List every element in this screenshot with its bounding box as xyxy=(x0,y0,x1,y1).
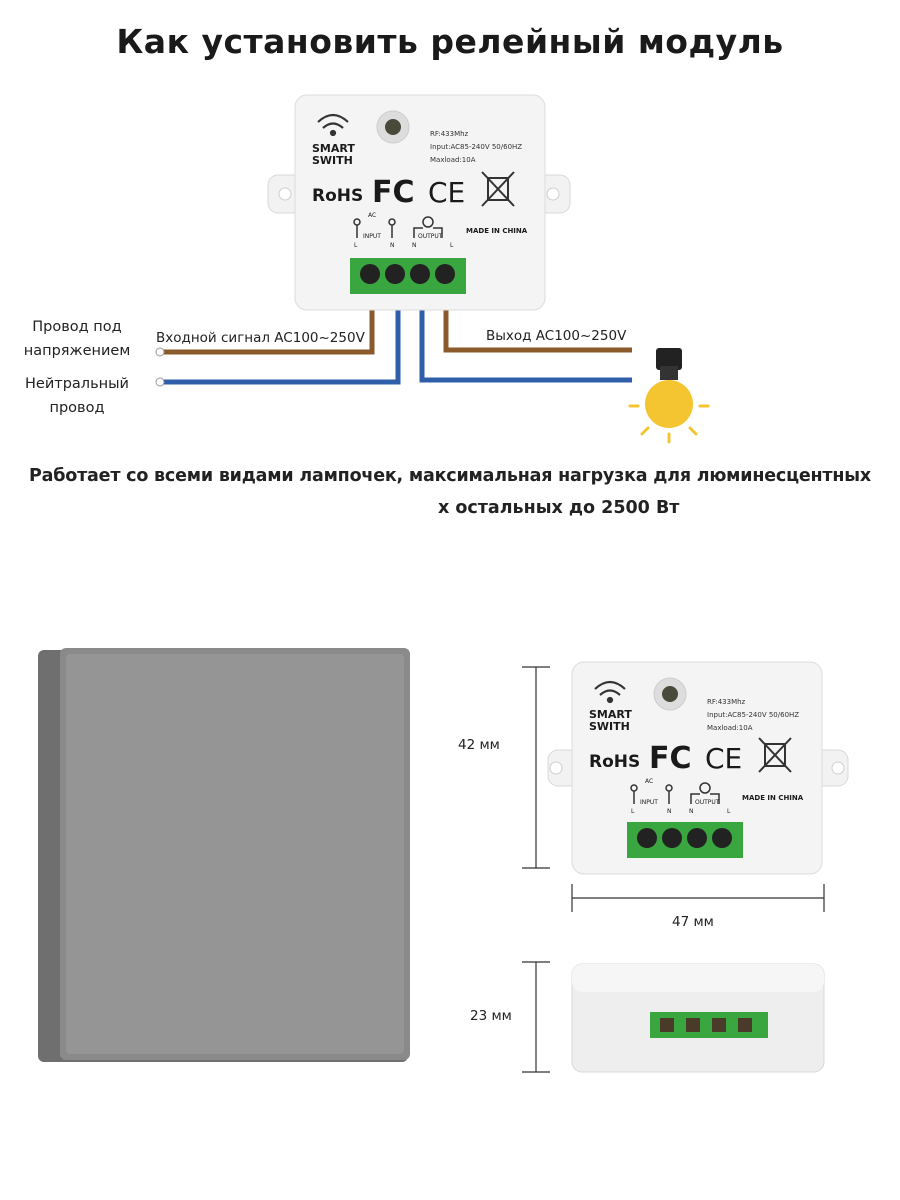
term-label-3: N xyxy=(689,808,694,815)
neutral-terminal-dot xyxy=(155,377,165,387)
relay-module-front xyxy=(547,661,849,875)
spec-maxload: Maxload:10A xyxy=(707,724,753,732)
recycle-bin-cross-icon xyxy=(481,171,515,207)
ac-label: AC xyxy=(645,778,654,785)
input-signal-label: Входной сигнал AC100~250V xyxy=(156,330,365,346)
wall-switch-panel xyxy=(38,648,410,1062)
terminal-block xyxy=(350,258,466,294)
page-title: Как установить релейный модуль xyxy=(116,22,784,61)
dimension-width-line xyxy=(571,884,825,912)
output-signal-label: Выход AC100~250V xyxy=(486,328,627,344)
term-label-2: N xyxy=(390,242,395,249)
neutral-output-wire xyxy=(419,276,632,383)
ce-mark: CE xyxy=(428,176,466,209)
spec-rf: RF:433Mhz xyxy=(707,698,746,706)
dimension-height-label: 42 мм xyxy=(458,737,500,753)
brand-line-2: SWITH xyxy=(589,720,630,733)
term-label-4: L xyxy=(450,242,454,249)
live-terminal-dot xyxy=(155,347,165,357)
fc-mark: FC xyxy=(649,741,692,776)
relay-module xyxy=(267,94,571,311)
live-wire-label-line-2: напряжением xyxy=(23,343,131,359)
spec-maxload: Maxload:10A xyxy=(430,156,476,164)
brand-line-1: SMART xyxy=(312,142,355,155)
live-wire-label: Провод под напряжением xyxy=(0,315,154,363)
rohs-mark: RoHS xyxy=(589,752,641,772)
output-label: OUTPUT xyxy=(418,233,443,240)
spec-rf: RF:433Mhz xyxy=(430,130,469,138)
ce-mark: CE xyxy=(705,742,743,775)
spec-input: Input:AC85-240V 50/60HZ xyxy=(707,711,800,719)
input-label: INPUT xyxy=(363,233,381,240)
neutral-wire-label: Нейтральный провод xyxy=(0,372,154,420)
dimension-height-line xyxy=(522,666,550,869)
term-label-4: L xyxy=(727,808,731,815)
device-specs-front: RF:433Mhz Input:AC85-240V 50/60HZ Maxloa… xyxy=(707,696,799,735)
rohs-mark: RoHS xyxy=(312,186,364,206)
live-wire-label-line-1: Провод под xyxy=(32,319,122,335)
neutral-wire-label-line-2: провод xyxy=(49,400,105,416)
dimension-depth-label: 23 мм xyxy=(470,1008,512,1024)
note-line-2: х остальных до 2500 Вт xyxy=(438,498,680,518)
device-brand-front: SMART SWITH xyxy=(589,709,632,733)
terminal-symbols xyxy=(353,216,443,238)
term-label-2: N xyxy=(667,808,672,815)
made-in-label: MADE IN CHINA xyxy=(742,794,804,802)
wifi-icon xyxy=(317,113,349,137)
neutral-input-wire xyxy=(160,276,401,385)
dimension-depth-line xyxy=(522,961,550,1073)
term-label-3: N xyxy=(412,242,417,249)
spec-input: Input:AC85-240V 50/60HZ xyxy=(430,143,523,151)
device-brand: SMART SWITH xyxy=(312,143,355,167)
recycle-bin-cross-icon xyxy=(758,737,792,773)
neutral-wire-label-line-1: Нейтральный xyxy=(25,376,129,392)
terminal-block xyxy=(627,822,743,858)
output-label: OUTPUT xyxy=(695,799,720,806)
device-specs: RF:433Mhz Input:AC85-240V 50/60HZ Maxloa… xyxy=(430,128,522,167)
relay-module-side xyxy=(571,963,825,1073)
light-bulb-icon xyxy=(628,348,710,444)
term-label-1: L xyxy=(354,242,358,249)
input-label: INPUT xyxy=(640,799,658,806)
fc-mark: FC xyxy=(372,175,415,210)
ac-label: AC xyxy=(368,212,377,219)
dimension-width-label: 47 мм xyxy=(672,914,714,930)
terminal-symbols xyxy=(630,782,720,804)
term-label-1: L xyxy=(631,808,635,815)
brand-line-2: SWITH xyxy=(312,154,353,167)
brand-line-1: SMART xyxy=(589,708,632,721)
made-in-label: MADE IN CHINA xyxy=(466,227,528,235)
note-line-1: Работает со всеми видами лампочек, макси… xyxy=(29,466,871,486)
wifi-icon xyxy=(594,680,626,704)
